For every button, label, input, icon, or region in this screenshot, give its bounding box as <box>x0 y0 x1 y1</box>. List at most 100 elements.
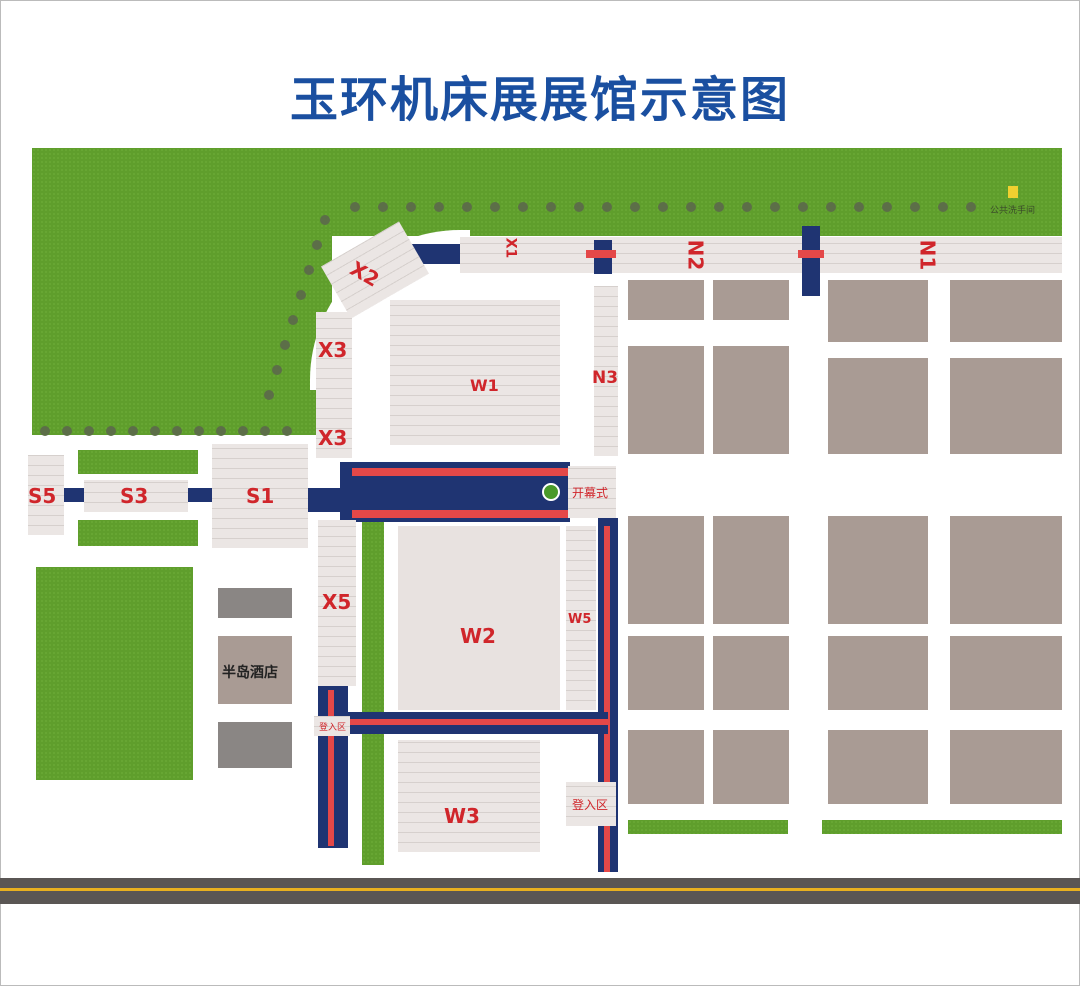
tree-icon <box>742 202 752 212</box>
building <box>628 636 704 710</box>
tree-icon <box>406 202 416 212</box>
hall-x3-label: X3 <box>318 338 348 362</box>
entry-label: 登入区 <box>319 723 347 733</box>
hall-x5-label: X5 <box>322 590 352 614</box>
tree-icon <box>150 426 160 436</box>
entry-label: 登入区 <box>572 798 609 812</box>
tree-icon <box>378 202 388 212</box>
carpet <box>352 510 568 518</box>
tree-icon <box>288 315 298 325</box>
building <box>628 280 704 320</box>
building <box>713 280 789 320</box>
tree-icon <box>296 290 306 300</box>
tree-icon <box>518 202 528 212</box>
tree-icon <box>854 202 864 212</box>
restroom-label: 公共洗手间 <box>990 206 1036 216</box>
building <box>828 358 928 454</box>
hall-s3-label: S3 <box>120 484 149 508</box>
map-title: 玉环机床展展馆示意图 <box>289 72 790 128</box>
building <box>713 730 789 804</box>
walkway <box>64 488 84 502</box>
tree-icon <box>826 202 836 212</box>
tree-icon <box>272 365 282 375</box>
tree-icon <box>172 426 182 436</box>
tree-icon <box>304 265 314 275</box>
hotel-building <box>218 636 292 704</box>
opening-label: 开幕式 <box>572 486 609 500</box>
building <box>950 636 1062 710</box>
hall-n3 <box>594 286 618 456</box>
tree-icon <box>282 426 292 436</box>
walkway <box>308 488 344 512</box>
tree-icon <box>350 202 360 212</box>
building <box>628 516 704 624</box>
carpet <box>352 468 568 476</box>
lawn-strip <box>78 520 198 546</box>
tree-icon <box>194 426 204 436</box>
building <box>713 516 789 624</box>
building <box>950 730 1062 804</box>
tree-icon <box>40 426 50 436</box>
restroom-icon <box>1008 186 1018 198</box>
building <box>950 280 1062 342</box>
tree-icon <box>84 426 94 436</box>
carpet <box>586 250 616 258</box>
parking <box>218 722 292 768</box>
hall-s5 <box>28 455 64 535</box>
road <box>0 878 1080 904</box>
hall-s1-label: S1 <box>246 484 275 508</box>
lawn-strip <box>362 520 384 865</box>
southwest-lawn <box>36 567 193 780</box>
tree-circle-icon <box>542 483 560 501</box>
lawn-strip <box>628 820 788 834</box>
tree-icon <box>106 426 116 436</box>
road-centerline <box>0 888 1080 891</box>
tree-icon <box>312 240 322 250</box>
tree-icon <box>546 202 556 212</box>
carpet <box>798 250 824 258</box>
hall-w2-label: W2 <box>460 624 496 648</box>
hall-w1 <box>390 300 560 445</box>
hall-n3-label: N3 <box>592 368 619 388</box>
carpet <box>328 690 334 846</box>
tree-icon <box>280 340 290 350</box>
hall-w5-label: W5 <box>568 612 592 627</box>
entry-zone[interactable] <box>314 716 350 736</box>
tree-icon <box>434 202 444 212</box>
hall-w3 <box>398 740 540 852</box>
hall-s5-label: S5 <box>28 484 57 508</box>
tree-icon <box>770 202 780 212</box>
tree-icon <box>910 202 920 212</box>
hall-x3-label: X3 <box>318 426 348 450</box>
north-lawn <box>32 148 1062 236</box>
hall-n1-label: N1 <box>915 239 940 271</box>
building <box>628 730 704 804</box>
hall-n2-label: N2 <box>683 239 708 271</box>
lawn-strip <box>822 820 1062 834</box>
tree-icon <box>264 390 274 400</box>
building <box>828 636 928 710</box>
west-lawn <box>32 230 332 435</box>
hall-x3 <box>316 312 352 458</box>
building <box>828 516 928 624</box>
building <box>713 636 789 710</box>
carpet <box>604 526 610 872</box>
hall-w2 <box>398 526 560 710</box>
hall-x5 <box>318 520 356 686</box>
building <box>828 280 928 342</box>
building <box>950 516 1062 624</box>
tree-icon <box>882 202 892 212</box>
tree-icon <box>574 202 584 212</box>
walkway <box>188 488 212 502</box>
hall-x1-label: X1 <box>502 237 519 259</box>
entry-zone[interactable] <box>566 782 616 826</box>
tree-icon <box>216 426 226 436</box>
tree-icon <box>462 202 472 212</box>
carpet <box>348 719 608 725</box>
hotel-label: 半岛酒店 <box>222 665 278 681</box>
building <box>713 346 789 454</box>
building <box>828 730 928 804</box>
tree-icon <box>966 202 976 212</box>
lawn-strip <box>78 450 198 474</box>
walkway <box>802 226 820 296</box>
